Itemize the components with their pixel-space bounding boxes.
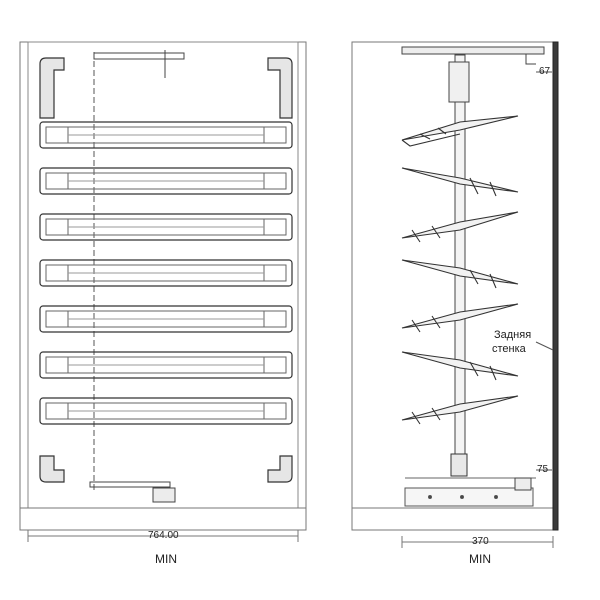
basket-3 bbox=[39, 213, 293, 241]
side-depth-caption: MIN bbox=[469, 552, 491, 566]
column-bottom-mechanism bbox=[450, 453, 468, 477]
bottom-left-bracket bbox=[39, 455, 65, 483]
side-depth-value: 370 bbox=[472, 536, 489, 547]
front-view bbox=[19, 41, 307, 542]
shelf-6 bbox=[401, 351, 519, 381]
bottom-right-bracket bbox=[267, 455, 293, 483]
top-rail bbox=[93, 52, 185, 60]
back-wall bbox=[552, 41, 559, 531]
shelf-2 bbox=[401, 167, 519, 197]
back-wall-label-line1: Задняя bbox=[494, 329, 532, 341]
bottom-rail bbox=[89, 481, 171, 488]
side-view bbox=[351, 41, 559, 548]
basket-6 bbox=[39, 351, 293, 379]
top-right-bracket bbox=[267, 57, 293, 119]
side-top-hook bbox=[525, 54, 536, 65]
shelf-4 bbox=[401, 259, 519, 289]
basket-5 bbox=[39, 305, 293, 333]
side-bottom-offset-value: 75 bbox=[537, 464, 549, 475]
front-width-value: 764.00 bbox=[148, 530, 179, 541]
basket-1 bbox=[39, 121, 293, 149]
side-top-offset-value: 67 bbox=[539, 66, 551, 77]
side-bottom-hook bbox=[514, 477, 532, 491]
shelf-3 bbox=[401, 211, 519, 243]
side-top-rail bbox=[401, 46, 545, 55]
top-left-bracket bbox=[39, 57, 65, 119]
shelf-5 bbox=[401, 303, 519, 333]
shelf-7 bbox=[401, 395, 519, 425]
front-width-caption: MIN bbox=[155, 552, 177, 566]
shelf-1 bbox=[401, 115, 519, 147]
back-wall-leader bbox=[535, 341, 554, 351]
side-base-plate bbox=[404, 487, 534, 507]
base-block bbox=[152, 487, 176, 503]
basket-2 bbox=[39, 167, 293, 195]
basket-4 bbox=[39, 259, 293, 287]
basket-7 bbox=[39, 397, 293, 425]
back-wall-label-line2: стенка bbox=[492, 343, 526, 355]
column-top-mechanism bbox=[448, 61, 470, 103]
